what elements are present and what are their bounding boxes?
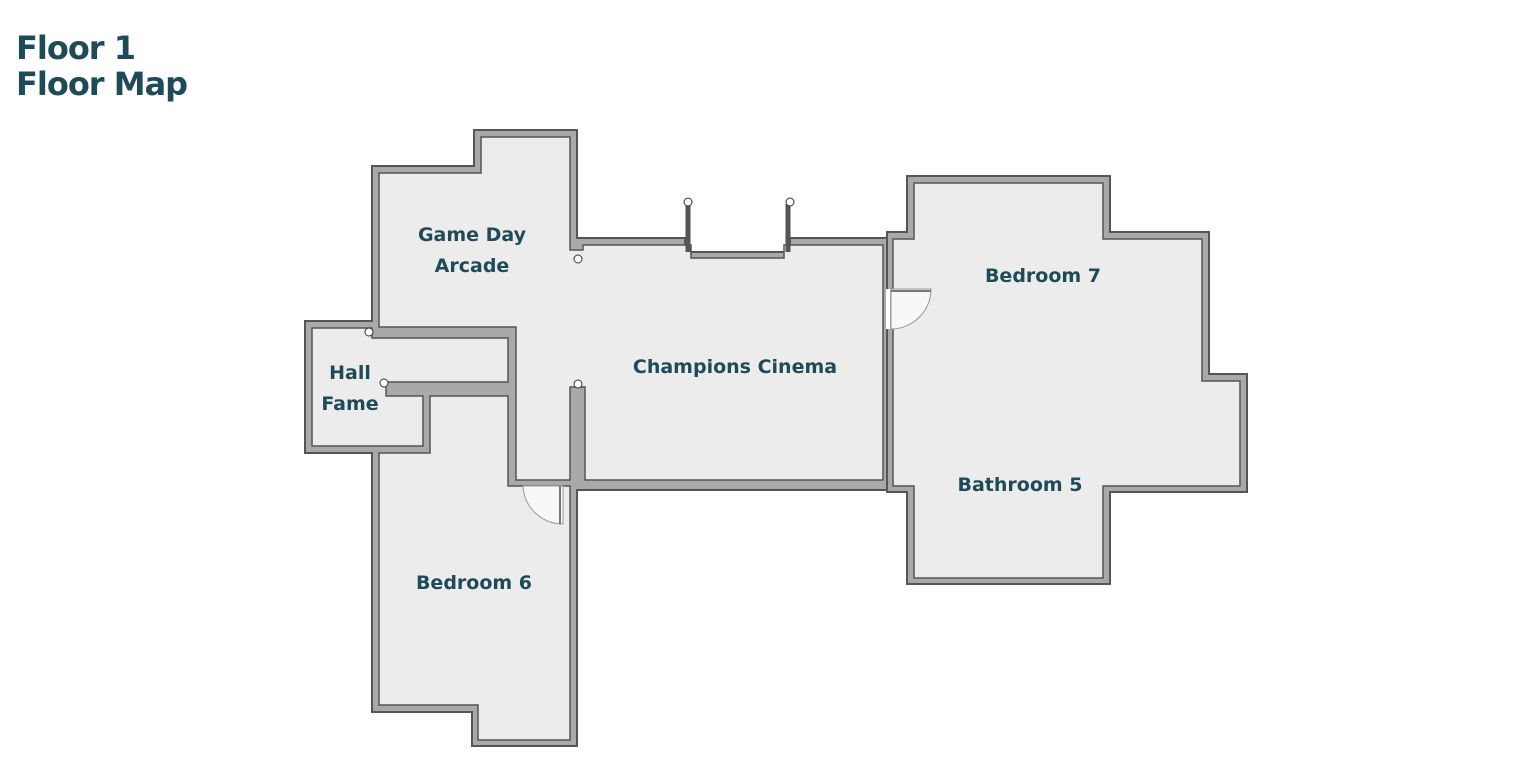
- champions-cinema-label: Champions Cinema: [633, 356, 837, 378]
- floor-title: Floor 1: [16, 29, 136, 67]
- bathroom-5-label: Bathroom 5: [957, 474, 1082, 496]
- bedroom-6-floor: [378, 395, 571, 741]
- page-header: Floor 1 Floor Map: [16, 29, 188, 103]
- game-day-arcade-label-line1: Game Day: [418, 224, 527, 246]
- bedroom-7-floor: [892, 182, 1241, 579]
- bedroom-7-door[interactable]: [890, 288, 932, 330]
- left-building: [304, 129, 890, 747]
- bedroom-6-label: Bedroom 6: [416, 572, 532, 594]
- game-day-arcade-label-line2: Arcade: [435, 255, 510, 277]
- bedroom-6-door[interactable]: [522, 485, 564, 525]
- arcade-floor: [378, 136, 884, 481]
- bedroom-7-label: Bedroom 7: [985, 265, 1101, 287]
- floor-subtitle: Floor Map: [16, 65, 188, 103]
- right-building: [886, 175, 1248, 585]
- hall-fame-label-line2: Fame: [321, 393, 378, 415]
- hall-fame-label-line1: Hall: [329, 362, 371, 384]
